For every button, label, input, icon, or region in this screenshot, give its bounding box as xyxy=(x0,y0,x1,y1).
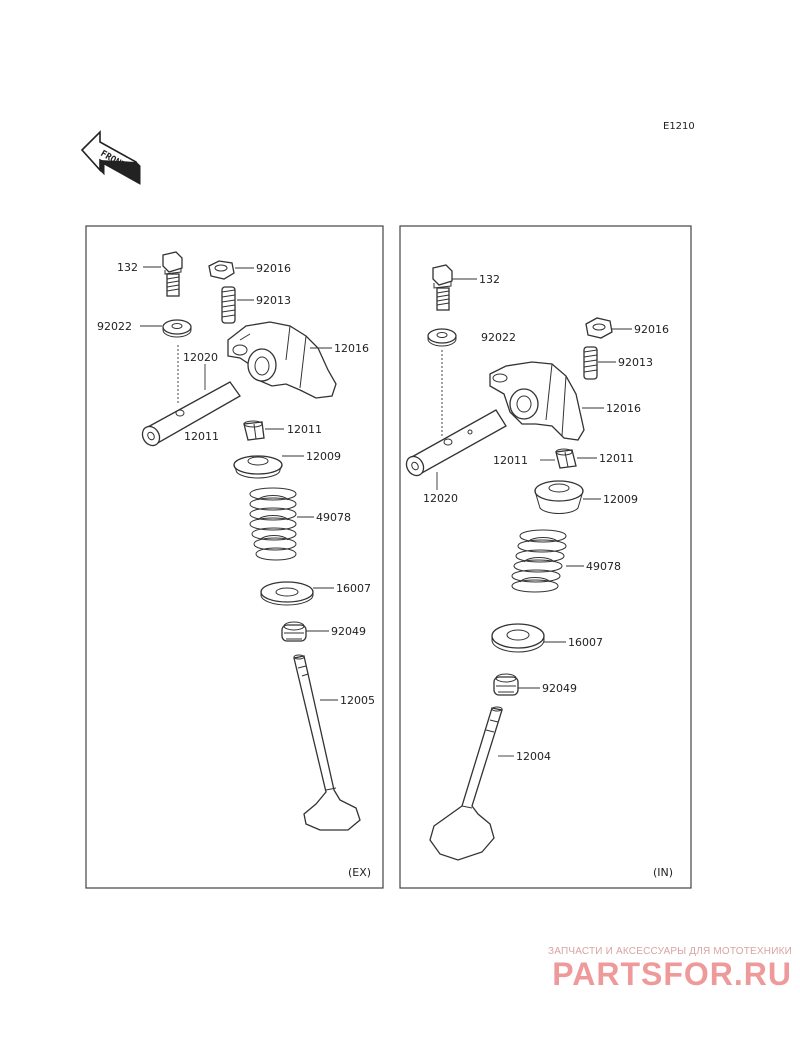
exhaust-screw-label: 92013 xyxy=(256,294,291,307)
watermark-tagline: ЗАПЧАСТИ И АКСЕССУАРЫ ДЛЯ МОТОТЕХНИКИ xyxy=(547,946,792,957)
intake-seat-label: 16007 xyxy=(568,636,603,649)
exhaust-keeper-part xyxy=(243,420,265,441)
intake-seal-label: 92049 xyxy=(542,682,577,695)
exhaust-shaft-top-label: 12020 xyxy=(183,351,218,364)
exhaust-shaft-bottom-label: 12011 xyxy=(184,430,219,443)
exhaust-bolt-part xyxy=(162,251,183,297)
watermark-logo: PARTSFOR.RU xyxy=(552,956,792,992)
exhaust-washer-label: 92022 xyxy=(97,320,132,333)
exhaust-valve-label: 12005 xyxy=(340,694,375,707)
intake-spring-label: 49078 xyxy=(586,560,621,573)
exhaust-spring-seat-part xyxy=(260,581,314,606)
intake-adjust-screw-part xyxy=(583,346,598,380)
intake-panel-tag: (IN) xyxy=(653,866,673,879)
exhaust-spring-retainer-part xyxy=(233,455,283,479)
intake-valve-spring-part xyxy=(511,529,567,593)
intake-retainer-label: 12009 xyxy=(603,493,638,506)
exhaust-keeper-label: 12011 xyxy=(287,423,322,436)
exhaust-nut-part xyxy=(208,260,235,280)
exhaust-spring-label: 49078 xyxy=(316,511,351,524)
exhaust-nut-label: 92016 xyxy=(256,262,291,275)
intake-spring-retainer-part xyxy=(534,480,584,515)
intake-bolt-part xyxy=(432,264,453,311)
intake-washer-label: 92022 xyxy=(481,331,516,344)
exhaust-rocker-label: 12016 xyxy=(334,342,369,355)
exhaust-bolt-label: 132 xyxy=(117,261,138,274)
exhaust-rocker-shaft-part xyxy=(141,381,241,447)
intake-keeper-right-label: 12011 xyxy=(599,452,634,465)
intake-rocker-shaft-part xyxy=(405,409,507,477)
intake-keeper-part xyxy=(555,448,577,469)
intake-valve-part xyxy=(429,706,503,861)
exhaust-valve-spring-part xyxy=(249,487,297,561)
exhaust-rocker-arm-part xyxy=(227,321,337,399)
intake-rocker-arm-part xyxy=(489,361,585,441)
intake-nut-part xyxy=(585,317,613,339)
exhaust-seal-label: 92049 xyxy=(331,625,366,638)
exhaust-retainer-label: 12009 xyxy=(306,450,341,463)
intake-stem-seal-part xyxy=(493,673,519,696)
intake-shaft-label: 12020 xyxy=(423,492,458,505)
intake-bolt-label: 132 xyxy=(479,273,500,286)
intake-rocker-label: 12016 xyxy=(606,402,641,415)
exhaust-valve-part xyxy=(293,654,361,831)
diagram-code: E1210 xyxy=(663,121,695,132)
intake-panel: 132 92022 92016 92013 xyxy=(399,225,692,889)
intake-screw-label: 92013 xyxy=(618,356,653,369)
exhaust-washer-part xyxy=(162,319,192,338)
exhaust-panel: 132 92016 92013 92022 xyxy=(85,225,384,889)
front-arrow-icon: FRONT xyxy=(80,130,141,185)
intake-keeper-left-label: 12011 xyxy=(493,454,528,467)
intake-nut-label: 92016 xyxy=(634,323,669,336)
watermark: ЗАПЧАСТИ И АКСЕССУАРЫ ДЛЯ МОТОТЕХНИКИ PA… xyxy=(478,946,792,991)
intake-spring-seat-part xyxy=(491,623,545,653)
exhaust-adjust-screw-part xyxy=(221,286,236,324)
exhaust-panel-tag: (EX) xyxy=(348,866,371,879)
exhaust-seat-label: 16007 xyxy=(336,582,371,595)
exhaust-stem-seal-part xyxy=(281,621,307,642)
intake-valve-label: 12004 xyxy=(516,750,551,763)
intake-washer-part xyxy=(427,328,457,347)
